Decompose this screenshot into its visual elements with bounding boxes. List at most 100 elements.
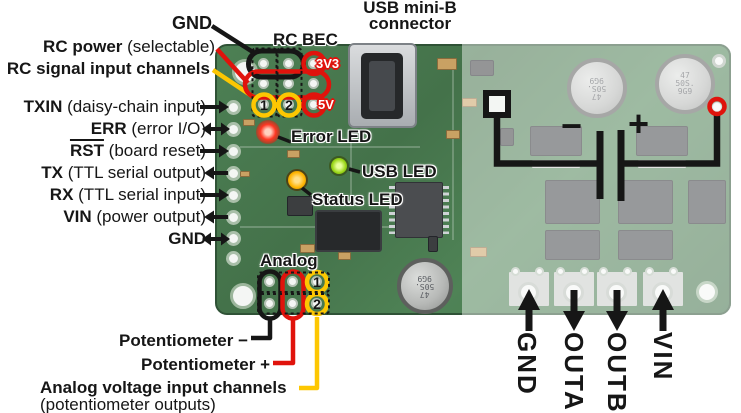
error-led-label: Error LED [291,127,372,146]
battery-minus-sign: − [561,105,583,146]
smd-component [470,60,494,76]
pot-plus-label: Potentiometer + [141,355,270,374]
pin-label-err: ERR (error I/O) [91,120,206,138]
mosfet [618,180,673,224]
driver-ic [395,182,443,238]
pin [287,276,298,287]
battery-plus-sign: + [628,103,650,144]
mosfet [688,180,726,224]
pin-label-rst: RST (board reset) [70,142,206,160]
v5-label: 5V [318,97,334,112]
rc-power-label-bold: RC power [43,37,123,56]
pad-rst [226,144,241,159]
hole [580,267,589,276]
smd-component [446,130,460,139]
pad-vin [226,210,241,225]
pin-label-vin: VIN (power output) [63,208,206,226]
bec-column-label: BEC [302,30,338,49]
pin-label-tx-rest: (TTL serial output) [63,163,206,182]
status-led-label: Status LED [312,190,403,209]
pin-label-tx: TX (TTL serial output) [41,164,206,182]
usb-led-label: USB LED [362,162,437,181]
smd-component [338,252,351,260]
pad-err [226,122,241,137]
pin-label-vin-rest: (power output) [91,207,206,226]
pin [264,298,275,309]
pin-label-gnd-bold: GND [168,229,206,248]
pad-extra [226,251,241,266]
ic-pins [443,186,449,234]
mounting-hole [232,59,258,85]
pin-label-txin-bold: TXIN [23,97,63,116]
pin [287,298,298,309]
pad-tx [226,166,241,181]
pin [258,58,269,69]
analog-pin1-number: 1 [313,274,321,290]
mosfet [618,230,673,260]
hole [511,267,520,276]
mosfet [545,180,600,224]
smd-component [240,171,250,177]
mounting-hole [712,54,726,68]
trace [452,60,454,240]
vin-terminal-label: VIN [648,332,678,382]
v33-label: 3V3 [316,56,340,71]
outb-terminal-label: OUTB [602,332,632,413]
ic-pins [389,186,395,234]
mounting-hole [230,283,256,309]
pad-rx [226,188,241,203]
electrolytic-capacitor: 47 50S.9G9 [397,258,453,314]
analog-channels-leader-line [299,317,320,391]
analog-channels-label: Analog voltage input channels [40,378,287,397]
pin-label-txin-rest: (daisy-chain input) [62,97,206,116]
pin-label-rx: RX (TTL serial input) [50,186,206,204]
outa-terminal-label: OUTA [559,332,589,412]
pin [283,78,294,89]
usb-connector-label: USB mini-B connector [330,0,490,32]
smd-component [462,98,477,107]
microcontroller-chip [315,210,382,252]
smd-component [287,196,313,216]
mosfet [545,230,600,260]
smd-component [437,58,457,70]
pin-label-err-bold: ERR [90,119,127,138]
hole [599,267,608,276]
pin [264,276,275,287]
pad-txin [226,100,241,115]
pin-label-rst-bold: RST [69,141,104,160]
hole [645,267,654,276]
pin-label-rx-bold: RX [49,185,74,204]
rc-power-label: RC power (selectable) [43,38,215,56]
analog-header-title: Analog [260,251,318,270]
rc-signal-label: RC signal input channels [6,59,210,78]
pin-label-err-rest: (error I/O) [126,119,206,138]
hole [669,267,678,276]
smd-component [287,150,300,158]
analog-pin2-number: 2 [313,296,321,312]
pot-minus-leader-line [251,317,273,341]
rc-column-label: RC [273,30,298,49]
smd-component [428,236,438,252]
hole [556,267,565,276]
pin-label-vin-bold: VIN [63,207,92,226]
rc-pin1-number: 1 [260,97,268,113]
usb-mini-b-connector [348,43,417,128]
status-led [286,169,308,191]
smd-component [300,244,315,253]
pin-label-rx-rest: (TTL serial input) [73,185,206,204]
hole [535,267,544,276]
gnd-terminal-label: GND [512,332,542,396]
smd-component [470,247,487,257]
usb-connector-label-line1: USB mini-B [363,0,457,17]
usb-led [329,156,349,176]
pin [283,58,294,69]
smd-component [243,119,255,126]
hole [623,267,632,276]
trace [240,146,420,148]
faded-power-section [462,44,731,315]
pot-plus-leader-line [273,317,296,366]
error-led [256,120,280,144]
electrolytic-capacitor: 47 50S.9G9 [655,54,715,114]
usb-connector-label-line2: connector [368,14,452,33]
pin-label-txin: TXIN (daisy-chain input) [24,98,206,116]
